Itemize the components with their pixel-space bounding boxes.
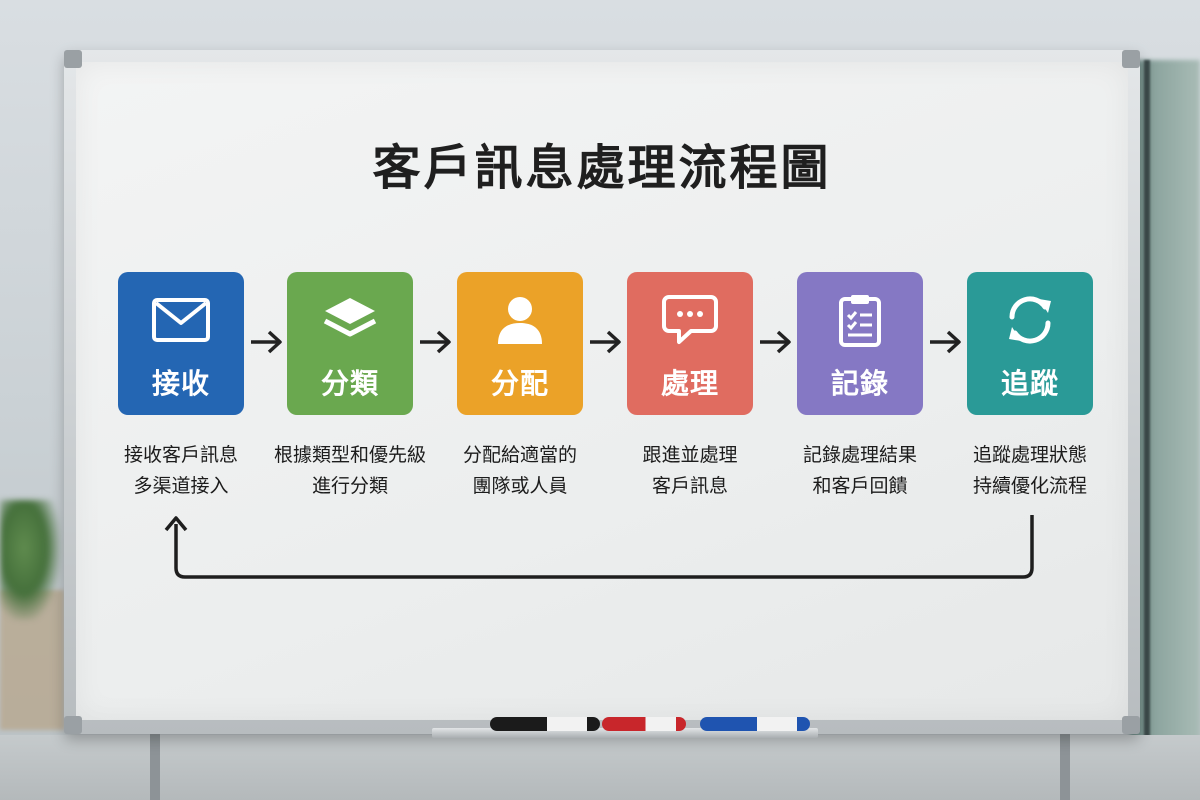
step-box-assign: 分配 [457, 272, 583, 415]
blue-marker[interactable] [700, 717, 810, 731]
step-box-record: 記錄 [797, 272, 923, 415]
flow-arrow [760, 330, 791, 354]
marker-tray [432, 728, 818, 738]
step-description-record: 記錄處理結果 和客戶回饋 [770, 440, 950, 502]
chat-bubble-icon [627, 292, 753, 348]
description-line: 跟進並處理 [642, 444, 738, 466]
flow-arrow [420, 330, 451, 354]
step-box-process: 處理 [627, 272, 753, 415]
step-label: 處理 [660, 367, 719, 400]
background-window [1130, 60, 1200, 760]
description-line: 記錄處理結果 [802, 444, 917, 466]
description-line: 接收客戶訊息 [123, 444, 238, 466]
description-line: 客戶訊息 [651, 475, 728, 497]
frame-corner [64, 716, 82, 734]
step-box-classify: 分類 [287, 272, 413, 415]
clipboard-icon [797, 292, 923, 348]
layers-icon [287, 292, 413, 348]
refresh-cycle-icon [967, 292, 1093, 348]
step-box-track: 追蹤 [967, 272, 1093, 415]
frame-corner [64, 50, 82, 68]
diagram-title: 客戶訊息處理流程圖 [372, 140, 832, 196]
stand-leg-left [150, 730, 160, 800]
flow-arrow [251, 330, 282, 354]
step-label: 分配 [490, 367, 549, 400]
whiteboard-surface [76, 62, 1128, 720]
description-line: 團隊或人員 [472, 475, 568, 497]
flow-arrow [590, 330, 621, 354]
background-plant [0, 500, 60, 620]
envelope-icon [118, 292, 244, 348]
description-line: 進行分類 [311, 475, 388, 497]
description-line: 追蹤處理狀態 [972, 444, 1087, 466]
flow-arrow [930, 330, 961, 354]
description-line: 多渠道接入 [133, 475, 229, 497]
step-description-classify: 根據類型和優先級 進行分類 [260, 440, 440, 502]
background-floor [0, 735, 1200, 800]
step-label: 記錄 [830, 367, 889, 400]
red-marker[interactable] [602, 717, 686, 731]
step-description-track: 追蹤處理狀態 持續優化流程 [940, 440, 1120, 502]
background-window-frame [1144, 60, 1150, 760]
frame-corner [1122, 716, 1140, 734]
description-line: 和客戶回饋 [812, 475, 908, 497]
description-line: 根據類型和優先級 [273, 444, 426, 466]
black-marker[interactable] [490, 717, 600, 731]
stand-leg-right [1060, 730, 1070, 800]
step-box-receive: 接收 [118, 272, 244, 415]
description-line: 持續優化流程 [972, 475, 1087, 497]
step-description-process: 跟進並處理 客戶訊息 [600, 440, 780, 502]
step-label: 接收 [151, 367, 210, 400]
frame-corner [1122, 50, 1140, 68]
step-description-receive: 接收客戶訊息 多渠道接入 [91, 440, 271, 502]
person-icon [457, 292, 583, 348]
step-label: 分類 [320, 367, 379, 400]
description-line: 分配給適當的 [462, 444, 577, 466]
step-description-assign: 分配給適當的 團隊或人員 [430, 440, 610, 502]
step-label: 追蹤 [1000, 367, 1059, 400]
